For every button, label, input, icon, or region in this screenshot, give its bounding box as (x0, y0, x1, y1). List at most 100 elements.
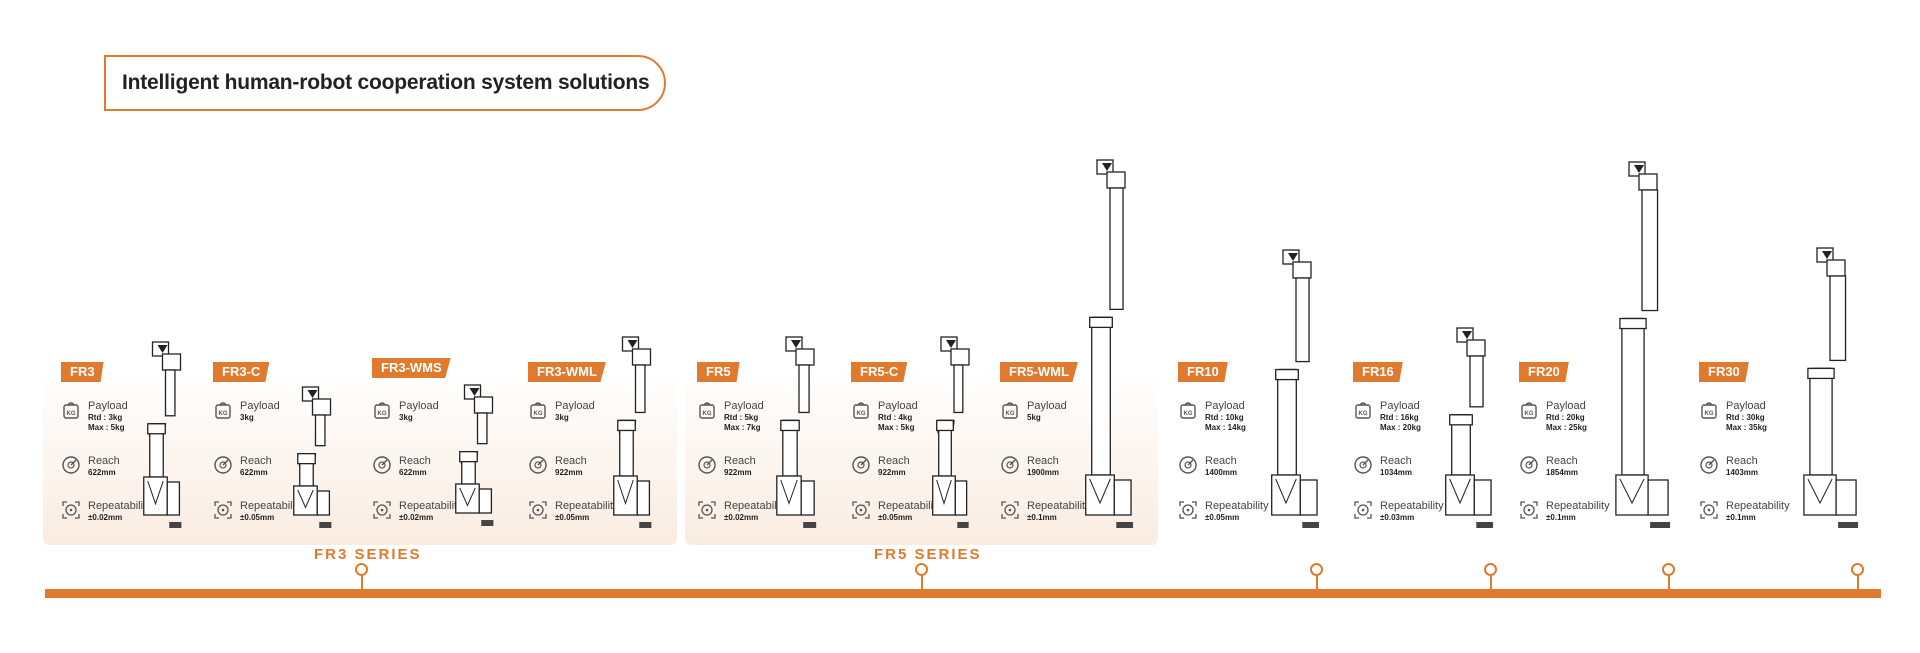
fr5-repeatability-spec: Repeatability±0.02mm (697, 500, 788, 523)
target-crosshair-icon (1519, 500, 1539, 520)
kg-weight-icon: KG (528, 400, 548, 420)
fr5-series-panel (685, 370, 1158, 545)
reach-label: Reach (1726, 455, 1758, 467)
reach-gauge-icon (1699, 455, 1719, 475)
repeatability-label: Repeatability (724, 500, 788, 512)
robot-arm-illustration-fr3-wml (608, 335, 677, 535)
kg-weight-icon: KG (697, 400, 717, 420)
model-tag-fr16: FR16 (1353, 362, 1403, 382)
model-tag-fr5-c: FR5-C (851, 362, 908, 382)
timeline-pin-fr3 (355, 563, 368, 591)
reach-gauge-icon (1000, 455, 1020, 475)
payload-label: Payload (88, 400, 128, 412)
payload-value: Max : 14kg (1205, 423, 1246, 432)
target-crosshair-icon (851, 500, 871, 520)
model-tag-fr3-wml: FR3-WML (528, 362, 606, 382)
target-crosshair-icon (213, 500, 233, 520)
reach-value: 1403mm (1726, 468, 1759, 477)
model-tag-fr5-wml: FR5-WML (1000, 362, 1078, 382)
timeline-pin-fr5 (915, 563, 928, 591)
target-crosshair-icon (1353, 500, 1373, 520)
reach-gauge-icon (372, 455, 392, 475)
timeline-pin-fr16 (1484, 563, 1497, 591)
repeatability-value: ±0.1mm (1027, 513, 1057, 522)
svg-text:KG: KG (1184, 411, 1193, 417)
svg-text:KG: KG (703, 411, 712, 417)
repeatability-value: ±0.05mm (240, 513, 275, 522)
payload-value: Rtd : 20kg (1546, 413, 1585, 422)
model-tag-fr5: FR5 (697, 362, 740, 382)
robot-arm-illustration-fr30 (1788, 246, 1886, 535)
kg-weight-icon: KG (1000, 400, 1020, 420)
target-crosshair-icon (1699, 500, 1719, 520)
payload-value: 3kg (399, 413, 413, 422)
robot-arm-illustration-fr5-wml (1074, 158, 1160, 535)
kg-weight-icon: KG (372, 400, 392, 420)
reach-value: 1400mm (1205, 468, 1238, 477)
fr30-repeatability-spec: Repeatability±0.1mm (1699, 500, 1790, 523)
reach-gauge-icon (528, 455, 548, 475)
timeline-pin-fr10 (1310, 563, 1323, 591)
reach-value: 1900mm (1027, 468, 1060, 477)
svg-text:KG: KG (534, 411, 543, 417)
svg-text:KG: KG (1359, 411, 1368, 417)
payload-value: Max : 5kg (878, 423, 915, 432)
kg-weight-icon: KG (213, 400, 233, 420)
payload-label: Payload (240, 400, 280, 412)
fr3-series-label: FR3 SERIES (314, 546, 422, 563)
payload-label: Payload (1205, 400, 1245, 412)
repeatability-label: Repeatability (1726, 500, 1790, 512)
reach-gauge-icon (1178, 455, 1198, 475)
fr5-c-repeatability-spec: Repeatability±0.05mm (851, 500, 942, 523)
repeatability-label: Repeatability (399, 500, 463, 512)
reach-value: 1854mm (1546, 468, 1579, 477)
target-crosshair-icon (61, 500, 81, 520)
kg-weight-icon: KG (1353, 400, 1373, 420)
target-crosshair-icon (528, 500, 548, 520)
repeatability-value: ±0.02mm (399, 513, 434, 522)
reach-label: Reach (240, 455, 272, 467)
repeatability-value: ±0.02mm (724, 513, 759, 522)
repeatability-label: Repeatability (240, 500, 304, 512)
payload-value: 3kg (240, 413, 254, 422)
robot-arm-illustration-fr3 (138, 340, 207, 535)
reach-gauge-icon (1353, 455, 1373, 475)
payload-value: Rtd : 5kg (724, 413, 759, 422)
reach-gauge-icon (851, 455, 871, 475)
reach-value: 622mm (240, 468, 268, 477)
repeatability-value: ±0.1mm (1546, 513, 1576, 522)
timeline-pin-fr20 (1662, 563, 1675, 591)
repeatability-label: Repeatability (88, 500, 152, 512)
robot-arm-illustration-fr10 (1260, 248, 1346, 535)
reach-label: Reach (724, 455, 756, 467)
svg-text:KG: KG (378, 411, 387, 417)
payload-value: Max : 35kg (1726, 423, 1767, 432)
kg-weight-icon: KG (61, 400, 81, 420)
svg-text:KG: KG (219, 411, 228, 417)
fr5-series-label: FR5 SERIES (874, 546, 982, 563)
repeatability-label: Repeatability (878, 500, 942, 512)
payload-label: Payload (724, 400, 764, 412)
payload-value: Rtd : 4kg (878, 413, 913, 422)
kg-weight-icon: KG (851, 400, 871, 420)
repeatability-value: ±0.02mm (88, 513, 123, 522)
reach-label: Reach (1380, 455, 1412, 467)
payload-label: Payload (1726, 400, 1766, 412)
fr5-wml-repeatability-spec: Repeatability±0.1mm (1000, 500, 1091, 523)
reach-label: Reach (88, 455, 120, 467)
reach-label: Reach (1546, 455, 1578, 467)
